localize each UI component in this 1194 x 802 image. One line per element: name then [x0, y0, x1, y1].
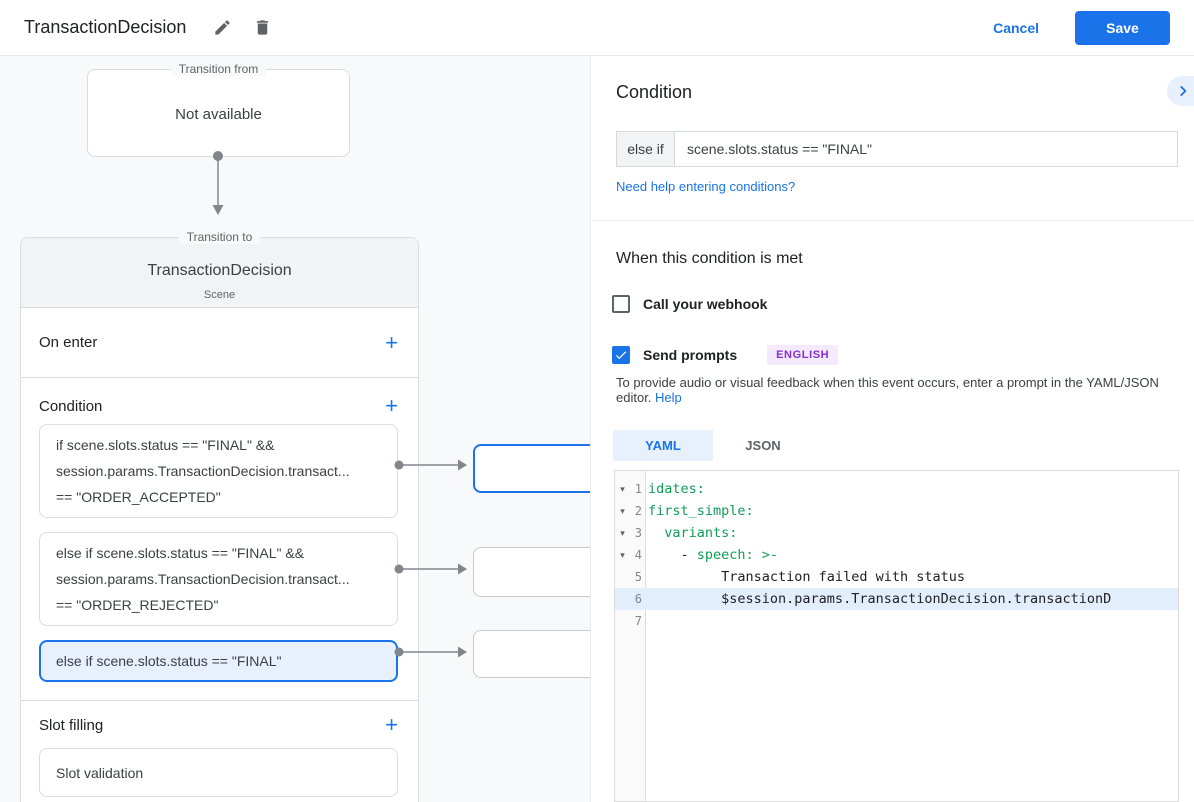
- line-number: 3: [634, 526, 642, 540]
- send-prompts-row: Send prompts ENGLISH: [612, 345, 839, 365]
- line-number: 4: [634, 548, 642, 562]
- transition-from-value: Not available: [175, 106, 262, 123]
- condition-help-link[interactable]: Need help entering conditions?: [616, 179, 796, 194]
- condition-card-line: session.params.TransactionDecision.trans…: [56, 463, 350, 479]
- condition-card-line: else if scene.slots.status == "FINAL": [56, 653, 282, 669]
- flow-canvas: Transition from Not available Transition…: [0, 56, 590, 802]
- editor-line[interactable]: ▾ 1 idates:: [615, 478, 1178, 500]
- condition-prefix-label: else if: [616, 131, 674, 167]
- fold-toggle-icon[interactable]: ▾: [620, 505, 625, 516]
- tab-json[interactable]: JSON: [745, 438, 781, 453]
- arrowhead-down-icon: [212, 205, 224, 215]
- arrowhead-right-icon: [458, 563, 467, 575]
- slot-filling-section: Slot filling + Slot validation: [21, 701, 418, 797]
- condition-card-line: == "ORDER_REJECTED": [56, 597, 219, 613]
- yaml-editor[interactable]: ▾ 1 idates: ▾ 2 first_simple: ▾ 3 variants: ▾ 4 -…: [614, 470, 1179, 802]
- transition-from-box: Transition from Not available: [87, 62, 350, 157]
- line-number: 7: [634, 614, 642, 628]
- send-prompts-label: Send prompts: [643, 347, 738, 363]
- language-badge: ENGLISH: [767, 345, 839, 365]
- condition-section-label: Condition: [39, 397, 103, 415]
- on-enter-label: On enter: [39, 334, 98, 351]
- condition-card[interactable]: if scene.slots.status == "FINAL" && sessi…: [39, 424, 398, 518]
- section-divider: [21, 700, 418, 701]
- send-prompts-checkbox[interactable]: [612, 346, 630, 364]
- condition-detail-panel: Condition else if Need help entering con…: [590, 56, 1194, 802]
- panel-title: Condition: [616, 82, 693, 102]
- transition-target-box[interactable]: [473, 547, 590, 597]
- condition-card-list: if scene.slots.status == "FINAL" && sessi…: [21, 424, 418, 682]
- condition-card-line: else if scene.slots.status == "FINAL" &&: [56, 545, 305, 561]
- editor-line[interactable]: ▾ 4 - speech: >-: [615, 544, 1178, 566]
- arrowhead-right-icon: [458, 459, 467, 471]
- arrowhead-right-icon: [458, 646, 467, 658]
- scene-card: Transition to TransactionDecision Scene …: [20, 230, 419, 802]
- pencil-icon: [215, 20, 230, 35]
- add-on-enter-icon[interactable]: +: [385, 329, 398, 355]
- fold-toggle-icon[interactable]: ▾: [620, 483, 625, 494]
- scene-subtitle: Scene: [203, 289, 236, 301]
- save-button[interactable]: Save: [1075, 10, 1170, 45]
- collapse-panel-button[interactable]: [1167, 76, 1194, 106]
- code-line: $session.params.TransactionDecision.tran…: [648, 591, 1112, 607]
- editor-line[interactable]: ▾ 3 variants:: [615, 522, 1178, 544]
- delete-scene-button[interactable]: [250, 16, 274, 40]
- code-line: idates:: [648, 481, 705, 497]
- condition-card-line: == "ORDER_ACCEPTED": [56, 489, 221, 505]
- call-webhook-label: Call your webhook: [643, 296, 768, 312]
- scene-card-header[interactable]: TransactionDecision Scene: [21, 238, 418, 308]
- slot-filling-label: Slot filling: [39, 716, 104, 734]
- call-webhook-row: Call your webhook: [612, 295, 767, 313]
- call-webhook-checkbox[interactable]: [612, 295, 630, 313]
- slot-validation-card[interactable]: Slot validation: [39, 748, 398, 797]
- page-title: TransactionDecision: [24, 17, 187, 37]
- scene-title: TransactionDecision: [147, 262, 292, 279]
- fold-toggle-icon[interactable]: ▾: [620, 527, 625, 538]
- condition-expression-input[interactable]: [674, 131, 1178, 167]
- editor-line[interactable]: ▾ 2 first_simple:: [615, 500, 1178, 522]
- condition-card-selected[interactable]: else if scene.slots.status == "FINAL": [39, 640, 398, 682]
- code-line: Transaction failed with status: [648, 569, 965, 585]
- condition-card[interactable]: else if scene.slots.status == "FINAL" &&…: [39, 532, 398, 626]
- line-number: 1: [634, 482, 642, 496]
- transition-target-box[interactable]: [473, 630, 590, 678]
- add-condition-icon[interactable]: +: [385, 393, 398, 418]
- editor-gutter: [615, 471, 646, 801]
- editor-line[interactable]: 5 Transaction failed with status: [615, 566, 1178, 588]
- top-bar: TransactionDecision Cancel Save: [0, 0, 1194, 56]
- transition-target-box-selected[interactable]: [473, 444, 590, 493]
- line-number: 5: [634, 570, 642, 584]
- on-enter-section[interactable]: On enter +: [21, 308, 418, 378]
- fold-toggle-icon[interactable]: ▾: [620, 549, 625, 560]
- line-number: 2: [634, 504, 642, 518]
- prompt-helper-text: To provide audio or visual feedback when…: [616, 375, 1159, 405]
- condition-card-line: session.params.TransactionDecision.trans…: [56, 571, 350, 587]
- check-icon: [615, 351, 627, 360]
- transition-from-legend: Transition from: [88, 62, 349, 76]
- tab-yaml[interactable]: YAML: [613, 430, 713, 461]
- help-link[interactable]: Help: [655, 390, 682, 405]
- code-line: - speech: >-: [648, 547, 779, 563]
- transition-to-legend: Transition to: [21, 230, 418, 244]
- editor-tabs: YAML JSON: [613, 430, 813, 461]
- chevron-right-icon: [1179, 86, 1186, 96]
- condition-card-line: if scene.slots.status == "FINAL" &&: [56, 437, 275, 453]
- edit-title-button[interactable]: [210, 16, 234, 40]
- condition-section: Condition + if scene.slots.status == "FI…: [21, 378, 418, 682]
- editor-line[interactable]: 7: [615, 610, 1178, 632]
- add-slot-icon[interactable]: +: [385, 712, 398, 737]
- code-line: variants:: [664, 525, 738, 541]
- panel-divider: [591, 220, 1194, 221]
- editor-line[interactable]: 6 $session.params.TransactionDecision.tr…: [615, 588, 1178, 610]
- cancel-button[interactable]: Cancel: [993, 19, 1039, 36]
- line-number: 6: [634, 592, 642, 606]
- trash-icon: [256, 20, 268, 35]
- editor-rows: ▾ 1 idates: ▾ 2 first_simple: ▾ 3 variants: ▾ 4 -…: [615, 478, 1178, 632]
- code-line: first_simple:: [648, 503, 754, 519]
- when-condition-met-heading: When this condition is met: [616, 250, 803, 267]
- condition-expression-row: else if: [616, 131, 1178, 167]
- slot-card-list: Slot validation: [21, 748, 418, 797]
